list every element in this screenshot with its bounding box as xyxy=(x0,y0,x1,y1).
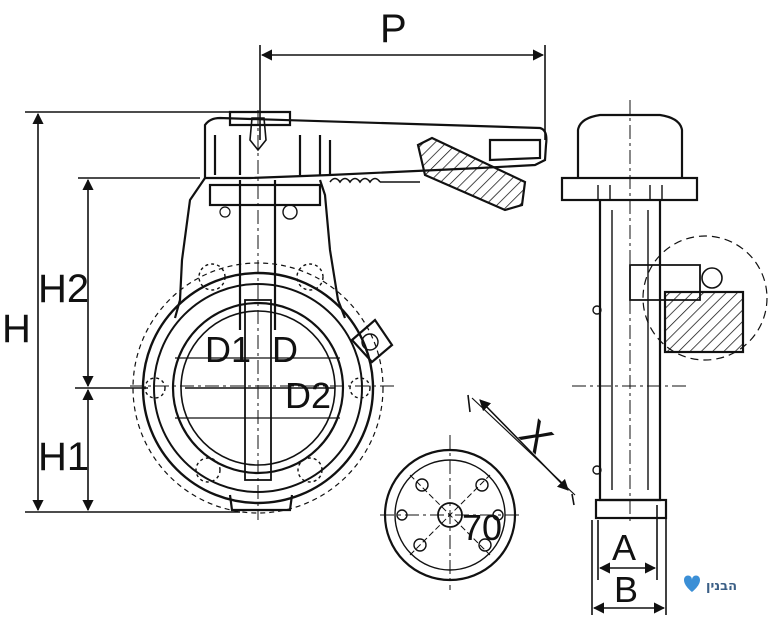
flange-detail xyxy=(383,448,517,582)
heart-icon xyxy=(684,575,700,592)
valve-front-view xyxy=(132,110,548,514)
label-angle: 70 xyxy=(462,507,502,548)
label-A: A xyxy=(612,527,636,568)
label-P: P xyxy=(380,7,407,51)
top-flange xyxy=(560,176,699,202)
label-H1: H1 xyxy=(38,435,89,479)
logo-text: הבנין xyxy=(706,579,737,594)
valve-side-view xyxy=(560,113,768,520)
label-H2: H2 xyxy=(38,267,89,311)
trigger-lever xyxy=(416,136,527,212)
dimension-lines xyxy=(25,45,667,615)
lever-handle xyxy=(203,116,548,180)
label-X: X xyxy=(511,412,561,462)
actuator-cap xyxy=(576,113,684,178)
brand-logo: הבנין xyxy=(684,575,737,594)
label-H: H xyxy=(2,307,31,351)
label-B: B xyxy=(614,569,638,610)
label-D1: D1 xyxy=(205,329,251,370)
label-D2: D2 xyxy=(285,375,331,416)
label-D: D xyxy=(272,329,298,370)
